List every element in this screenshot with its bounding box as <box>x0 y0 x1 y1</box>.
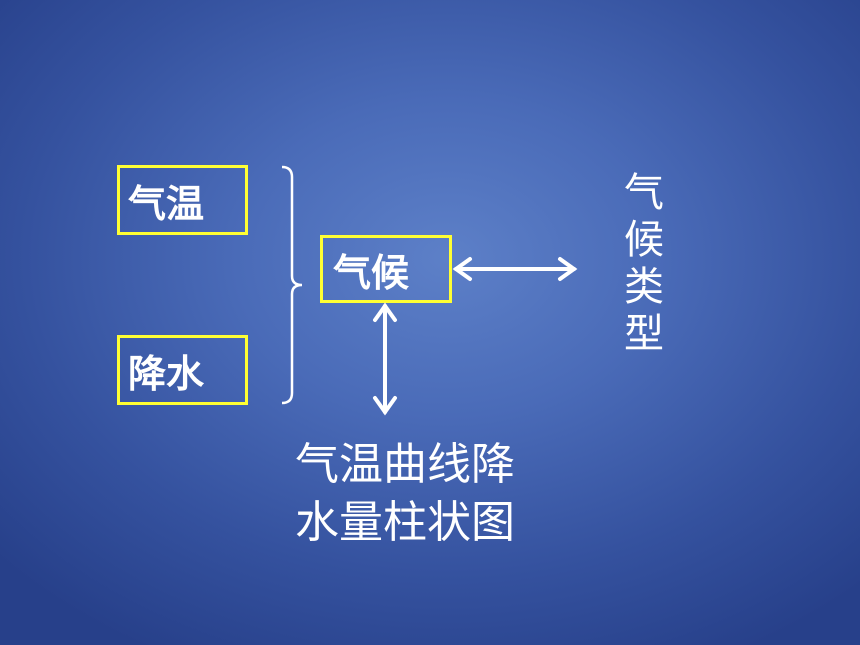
climate-box: 气候 <box>320 235 452 303</box>
climate-label: 气候 <box>333 250 410 295</box>
temperature-box: 气温 <box>117 165 248 235</box>
precipitation-label: 降水 <box>128 351 205 396</box>
vertical-char: 气 <box>624 170 664 216</box>
precipitation-box: 降水 <box>117 335 248 405</box>
vertical-char: 型 <box>624 311 664 357</box>
temperature-label: 气温 <box>128 181 205 226</box>
bottom-label-line: 气温曲线降 <box>295 439 515 490</box>
climate-type-label: 气 候 类 型 <box>618 170 670 358</box>
chart-type-label: 气温曲线降 水量柱状图 <box>260 436 550 552</box>
bottom-label-line: 水量柱状图 <box>295 497 515 548</box>
grouping-brace <box>281 165 303 405</box>
horizontal-double-arrow <box>452 257 578 281</box>
vertical-double-arrow <box>373 302 397 416</box>
vertical-char: 候 <box>624 217 664 263</box>
vertical-char: 类 <box>624 264 664 310</box>
